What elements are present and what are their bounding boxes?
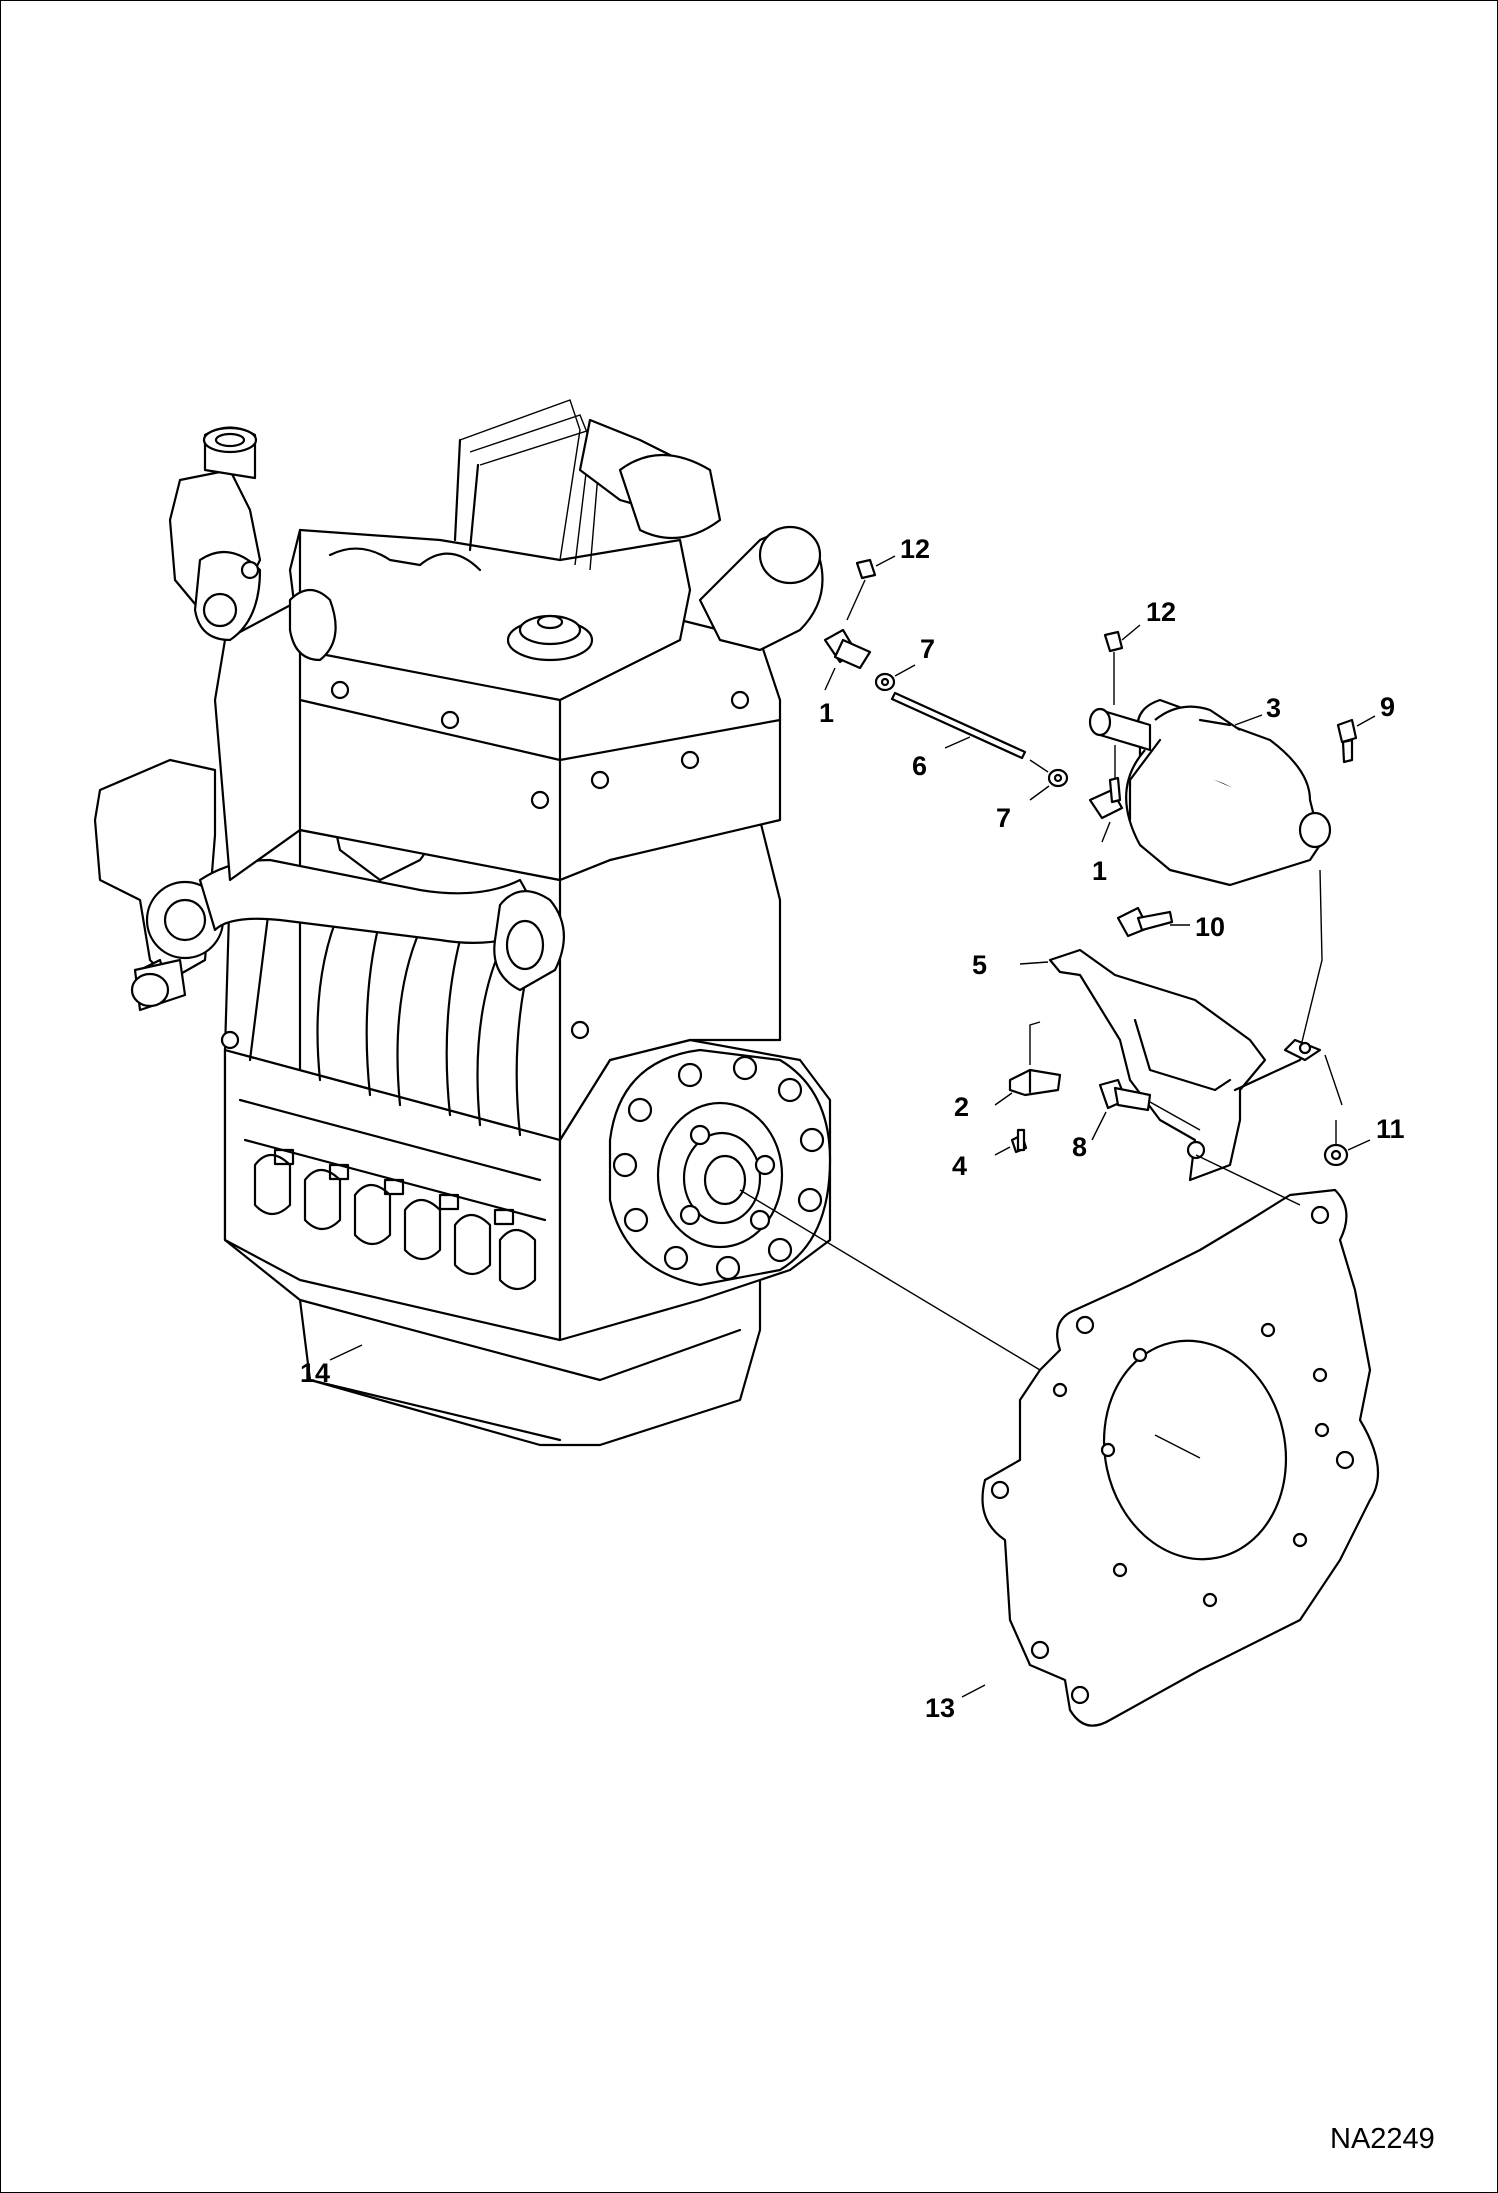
crankcase-ribs <box>253 1148 537 1291</box>
callout-4: 4 <box>952 1151 967 1181</box>
starter-bracket <box>1019 869 1343 1206</box>
callout-10: 10 <box>1195 912 1225 942</box>
callout-7-upper: 7 <box>920 634 935 664</box>
small-parts <box>823 555 1376 1167</box>
callout-7-lower: 7 <box>996 803 1011 833</box>
callout-1-left: 1 <box>819 698 834 728</box>
callout-8: 8 <box>1072 1132 1087 1162</box>
adapter-plate <box>739 1188 1380 1727</box>
callout-9: 9 <box>1380 692 1395 722</box>
callout-2: 2 <box>954 1092 969 1122</box>
callout-5: 5 <box>972 950 987 980</box>
fuel-injector-lines <box>453 399 601 571</box>
callout-labels: 12 7 1 6 7 12 3 9 1 10 5 2 8 4 11 14 13 <box>300 534 1405 1723</box>
plate-holes <box>990 1205 1355 1705</box>
flange-bolts <box>612 1055 825 1281</box>
callout-12-upper: 12 <box>900 534 930 564</box>
engine-assembly <box>93 399 832 1447</box>
callout-14: 14 <box>300 1358 330 1388</box>
callout-13: 13 <box>925 1693 955 1723</box>
callout-12-right: 12 <box>1146 597 1176 627</box>
drawing-id-label: NA2249 <box>1330 2123 1435 2155</box>
callout-1-right: 1 <box>1092 856 1107 886</box>
callout-6: 6 <box>912 751 927 781</box>
head-bolts <box>220 560 750 1050</box>
callout-3: 3 <box>1266 693 1281 723</box>
callout-11: 11 <box>1376 1114 1405 1144</box>
block-ribs <box>248 898 532 1137</box>
starter-assembly <box>1088 698 1332 887</box>
